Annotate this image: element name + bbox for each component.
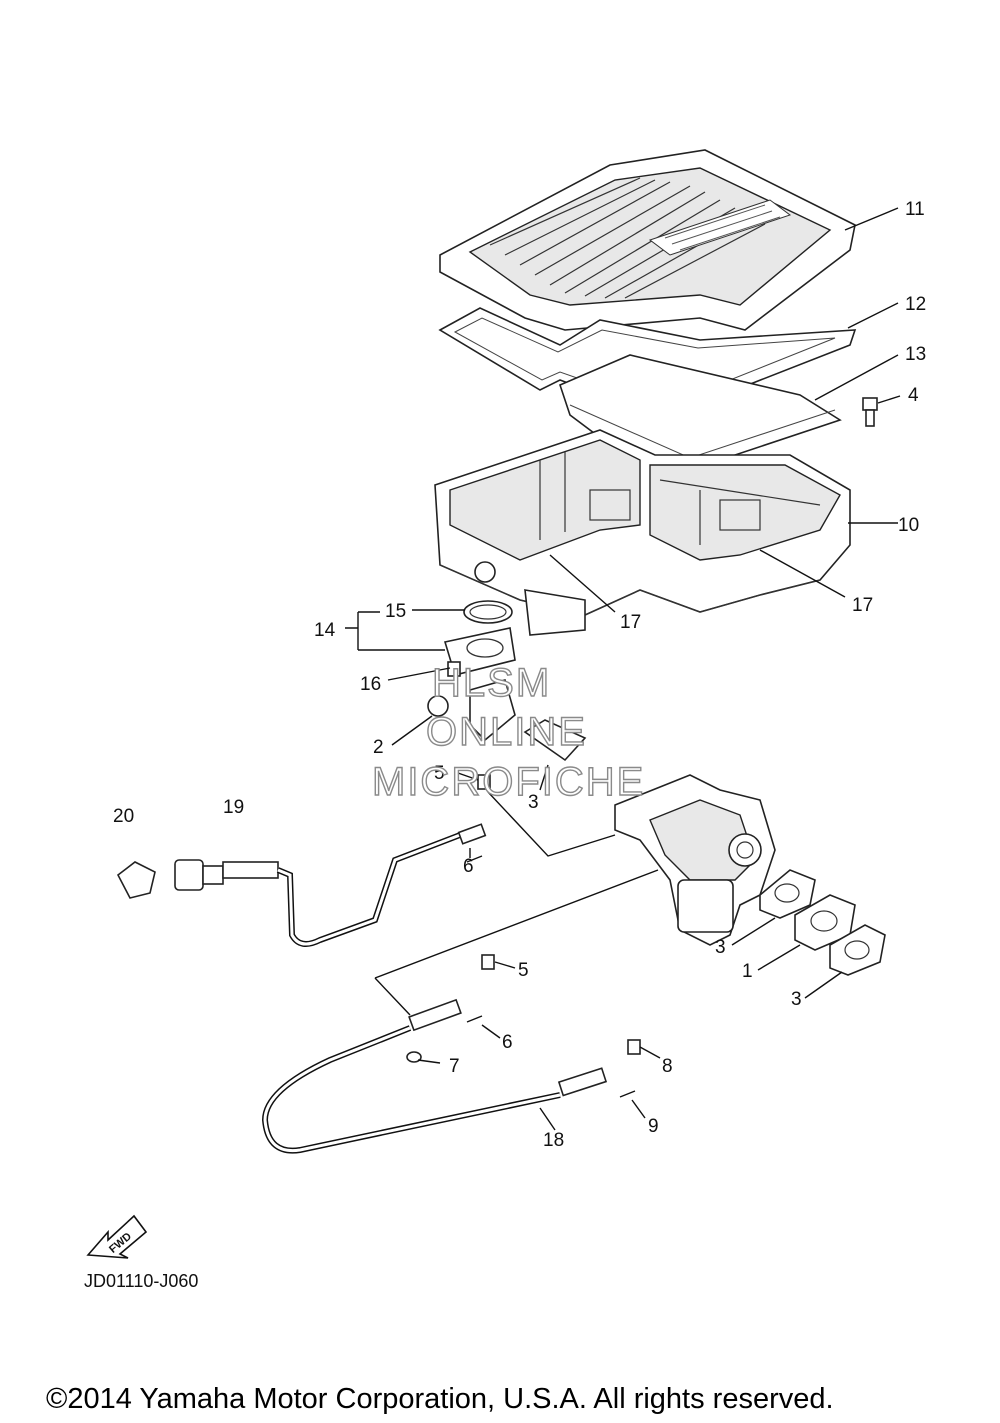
- callout-5a: 5: [434, 763, 445, 784]
- insulator-flanges-part: [759, 869, 886, 976]
- callout-8: 8: [662, 1056, 673, 1077]
- callout-9: 9: [648, 1116, 659, 1137]
- callout-1: 1: [742, 961, 753, 982]
- choke-cable-part: [116, 823, 487, 947]
- callout-7: 7: [449, 1056, 460, 1077]
- callout-2: 2: [373, 737, 384, 758]
- callout-17b: 17: [852, 595, 873, 616]
- callout-3b: 3: [715, 937, 726, 958]
- callout-6b: 6: [502, 1032, 513, 1053]
- callout-12: 12: [905, 294, 926, 315]
- callout-5b: 5: [518, 960, 529, 981]
- small-hardware-part: [406, 774, 641, 1098]
- watermark-line-3: MICROFICHE: [372, 760, 645, 804]
- callout-16: 16: [360, 674, 381, 695]
- diagram-code: JD01110-J060: [84, 1271, 198, 1291]
- callout-11: 11: [905, 199, 925, 220]
- callout-10: 10: [898, 515, 919, 536]
- callout-4: 4: [908, 385, 919, 406]
- nut-part: [427, 695, 449, 717]
- callout-18: 18: [543, 1130, 564, 1151]
- callout-6a: 6: [463, 856, 474, 877]
- callout-17a: 17: [620, 612, 641, 633]
- callout-19: 19: [223, 797, 244, 818]
- copyright-notice: ©2014 Yamaha Motor Corporation, U.S.A. A…: [46, 1383, 834, 1415]
- callout-numbers: 11 12 13 4 10 17 17 15 14 16 2 5 3 6 20 …: [113, 199, 926, 1151]
- callout-15: 15: [385, 601, 406, 622]
- callout-13: 13: [905, 344, 926, 365]
- gasket-part: [438, 307, 857, 396]
- throttle-cable-part: [261, 998, 608, 1154]
- watermark: HLSM ONLINE MICROFICHE: [371, 660, 645, 804]
- watermark-line-1: HLSM: [432, 661, 551, 705]
- airbox-base-part: [434, 429, 851, 636]
- carburetor-part: [614, 774, 776, 946]
- callout-14: 14: [314, 620, 336, 641]
- callout-3a: 3: [528, 792, 539, 813]
- leader-lines: [345, 207, 901, 1131]
- airbox-cover-part: [439, 149, 856, 331]
- callout-20: 20: [113, 806, 134, 827]
- callout-3c: 3: [791, 989, 802, 1010]
- watermark-line-2: ONLINE: [426, 710, 587, 754]
- screw-part: [862, 397, 878, 427]
- upper-gasket-part: [523, 719, 587, 762]
- fwd-arrow-icon: FWD: [86, 1214, 148, 1259]
- joint-assembly-part: [443, 600, 516, 742]
